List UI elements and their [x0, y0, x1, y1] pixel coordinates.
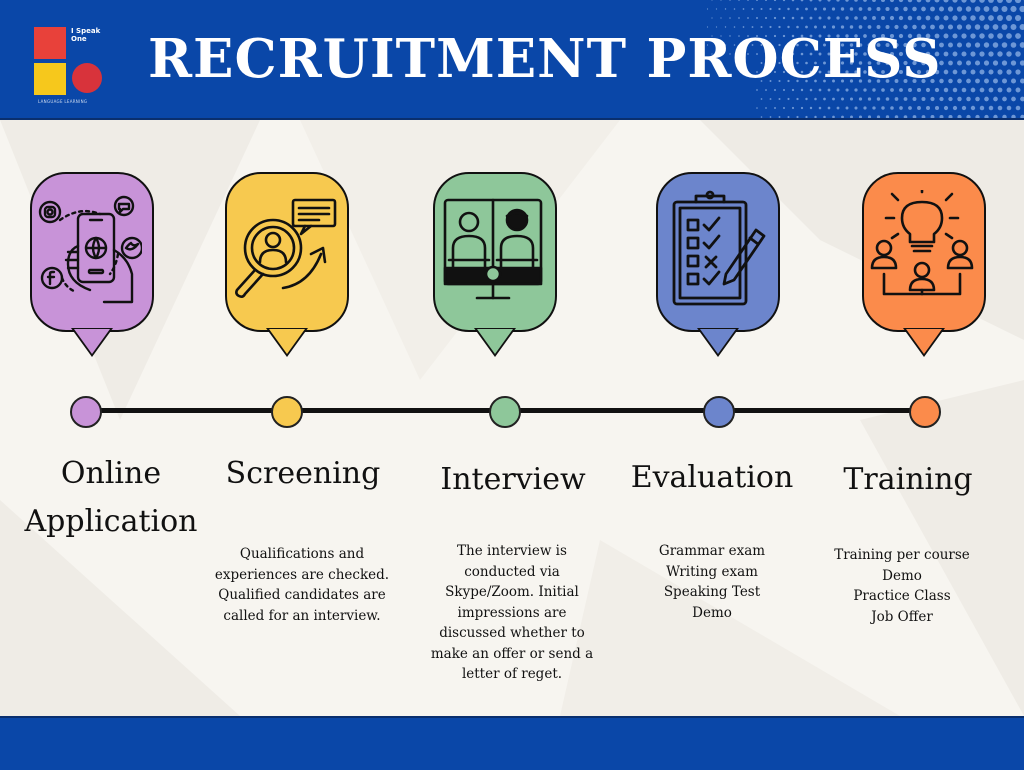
description-line: Training per course — [812, 545, 992, 566]
description-line: Qualifications and — [212, 544, 392, 565]
lightbulb-team-icon — [870, 190, 974, 310]
description-line: Practice Class — [812, 586, 992, 607]
logo-tagline: LANGUAGE LEARNING — [38, 99, 87, 104]
video-call-icon — [441, 190, 545, 310]
description-line: Grammar exam — [622, 541, 802, 562]
stage-title-line: Interview — [403, 456, 623, 504]
timeline-node-training — [909, 396, 941, 428]
stage-title-screening: Screening — [193, 450, 413, 498]
logo-text: I Speak One — [71, 27, 101, 43]
description-line: Skype/Zoom. Initial — [422, 582, 602, 603]
clipboard-checklist-icon — [664, 190, 768, 310]
description-line: called for an interview. — [212, 606, 392, 627]
phone-social-media-icon — [38, 190, 142, 310]
stage-title-evaluation: Evaluation — [602, 454, 822, 502]
footer-bar — [0, 716, 1024, 770]
pin-screening — [225, 172, 349, 360]
stage-title-training: Training — [798, 456, 1018, 504]
timeline-node-online-application — [70, 396, 102, 428]
stage-title-line: Application — [1, 498, 221, 546]
stage-title-line: Evaluation — [602, 454, 822, 502]
stage-title-line: Training — [798, 456, 1018, 504]
company-logo: I Speak One LANGUAGE LEARNING — [34, 27, 114, 112]
stage-title-interview: Interview — [403, 456, 623, 504]
page-title: RECRUITMENT PROCESS — [148, 28, 942, 90]
timeline-node-screening — [271, 396, 303, 428]
description-line: Demo — [622, 603, 802, 624]
timeline-node-evaluation — [703, 396, 735, 428]
description-line: The interview is — [422, 541, 602, 562]
description-line: impressions are — [422, 603, 602, 624]
description-line: conducted via — [422, 562, 602, 583]
pin-online-application — [30, 172, 154, 360]
description-line: Speaking Test — [622, 582, 802, 603]
magnifier-search-icon — [233, 190, 337, 310]
description-line: discussed whether to — [422, 623, 602, 644]
pin-evaluation — [656, 172, 780, 360]
description-line: Demo — [812, 566, 992, 587]
timeline-node-interview — [489, 396, 521, 428]
description-line: Writing exam — [622, 562, 802, 583]
stage-title-line: Screening — [193, 450, 413, 498]
description-line: Qualified candidates are — [212, 585, 392, 606]
pin-interview — [433, 172, 557, 360]
description-line: Job Offer — [812, 607, 992, 628]
header-banner: I Speak One LANGUAGE LEARNING RECRUITMEN… — [0, 0, 1024, 120]
description-line: make an offer or send a — [422, 644, 602, 665]
pin-training — [862, 172, 986, 360]
description-line: letter of reget. — [422, 664, 602, 685]
description-line: experiences are checked. — [212, 565, 392, 586]
stage-title-line: Online — [1, 450, 221, 498]
